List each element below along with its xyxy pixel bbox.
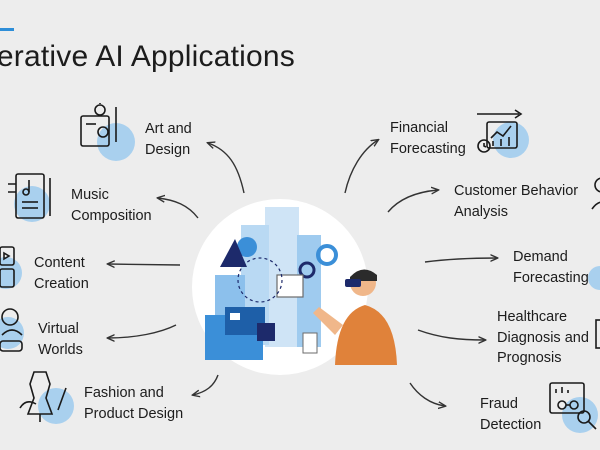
arrow-financial (344, 140, 378, 194)
content-creation-icon (0, 246, 22, 289)
label-customer-behavior-analysis: Customer Behavior Analysis (454, 181, 578, 222)
label-virtual-worlds: Virtual Worlds (38, 319, 83, 360)
label-line: Customer Behavior (454, 183, 579, 199)
label-line: Product Design (84, 405, 184, 422)
label-line: Content (34, 255, 85, 271)
label-demand-forecasting: Demand Forecasting (513, 247, 589, 288)
label-financial-forecasting: Financial Forecasting (390, 118, 466, 159)
central-ai-illustration (192, 199, 397, 375)
demand-forecasting-icon (588, 266, 600, 290)
arrow-demand (424, 258, 497, 263)
label-music-composition: Music Composition (71, 185, 152, 226)
page-title: nerative AI Applications (0, 40, 295, 73)
label-line: Design (145, 141, 191, 158)
label-line: Virtual (38, 321, 79, 337)
label-line: Healthcare (497, 309, 568, 325)
healthcare-icon (595, 319, 600, 349)
arrow-art-design (208, 143, 245, 194)
customer-behavior-icon (591, 177, 600, 210)
label-healthcare-diagnosis: Healthcare Diagnosis and Prognosis (497, 307, 589, 369)
arrow-healthcare (417, 329, 485, 340)
label-line: Fashion and (84, 385, 164, 401)
label-line: Diagnosis and (497, 329, 589, 346)
label-line: Detection (480, 416, 542, 433)
fraud-detection-icon (549, 382, 598, 433)
virtual-worlds-icon (0, 308, 24, 352)
label-line: Forecasting (513, 269, 589, 286)
financial-chart-icon (477, 109, 529, 158)
arrow-music (158, 198, 199, 219)
label-line: Creation (34, 275, 89, 292)
label-line: Demand (513, 249, 568, 265)
arrow-virtual (108, 324, 177, 338)
fashion-design-icon (19, 371, 74, 424)
label-line: Financial (390, 120, 449, 136)
arrow-fraud (409, 382, 445, 406)
arrow-content (108, 264, 181, 265)
arrow-customer (387, 190, 438, 213)
label-line: Prognosis (497, 350, 562, 366)
label-line: Art and (145, 121, 192, 137)
art-design-icon (80, 103, 135, 161)
label-line: Worlds (38, 341, 83, 358)
label-fraud-detection: Fraud Detection (480, 394, 541, 435)
label-content-creation: Content Creation (34, 253, 89, 294)
label-art-and-design: Art and Design (145, 119, 192, 160)
label-line: Music (71, 187, 109, 203)
title-accent-line (0, 28, 14, 31)
arrow-fashion (193, 374, 219, 395)
label-line: Forecasting (390, 140, 466, 157)
music-composition-icon (8, 173, 51, 222)
label-fashion-product-design: Fashion and Product Design (84, 383, 183, 424)
label-line: Composition (71, 207, 152, 224)
label-line: Fraud (480, 396, 518, 412)
label-line: Analysis (454, 203, 508, 220)
